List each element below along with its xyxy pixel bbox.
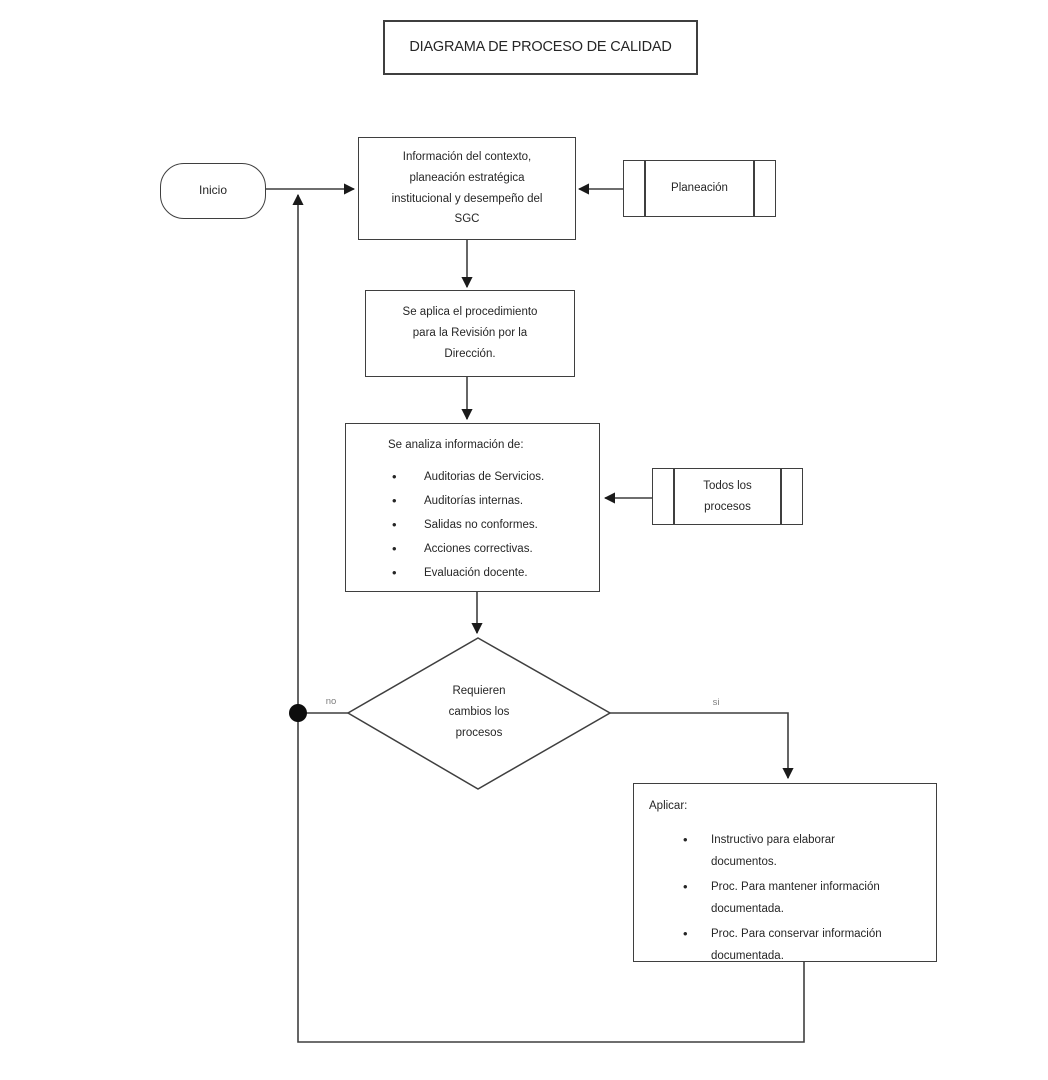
predefined-process-left-bar: [644, 161, 646, 216]
start-label: Inicio: [198, 183, 227, 198]
list-item: Instructivo para elaborar documentos.: [634, 829, 936, 873]
predefined-process-planeacion: Planeación: [623, 160, 776, 217]
start-terminator: Inicio: [160, 163, 266, 219]
predefined-process-left-bar: [673, 469, 675, 524]
edge-label-si: si: [712, 697, 720, 708]
analiza-heading: Se analiza información de:: [388, 439, 524, 451]
process-context-text: Información del contexto, planeación est…: [391, 151, 543, 226]
aplicar-list: Instructivo para elaborar documentos. Pr…: [634, 829, 936, 967]
edge-aplicar-feedback-loop: [292, 193, 805, 1043]
predefined-process-right-bar: [753, 161, 755, 216]
list-item: Evaluación docente.: [346, 561, 599, 585]
edge-label-no: no: [325, 696, 337, 707]
process-revision-box: Se aplica el procedimiento para la Revis…: [365, 290, 575, 377]
list-item: Auditorias de Servicios.: [346, 465, 599, 489]
diagram-title: DIAGRAMA DE PROCESO DE CALIDAD: [409, 39, 672, 56]
process-revision-text: Se aplica el procedimiento para la Revis…: [402, 306, 538, 360]
list-item: Acciones correctivas.: [346, 537, 599, 561]
edge-decision-si-to-aplicar: [610, 712, 794, 780]
process-aplicar-box: Aplicar: Instructivo para elaborar docum…: [633, 783, 937, 962]
predefined-process-todos: Todos los procesos: [652, 468, 803, 525]
analiza-list: Auditorias de Servicios. Auditorías inte…: [346, 465, 599, 585]
process-analiza-box: Se analiza información de: Auditorias de…: [345, 423, 600, 592]
process-context-box: Información del contexto, planeación est…: [358, 137, 576, 240]
junction-dot: [289, 704, 307, 722]
list-item: Proc. Para conservar información documen…: [634, 923, 936, 967]
predefined-process-right-bar: [780, 469, 782, 524]
decision-text: Requieren cambios los procesos: [448, 685, 510, 739]
decision-diamond: [346, 637, 612, 790]
list-item: Auditorías internas.: [346, 489, 599, 513]
diagram-title-box: DIAGRAMA DE PROCESO DE CALIDAD: [383, 20, 698, 75]
list-item: Proc. Para mantener información document…: [634, 876, 936, 920]
aplicar-heading: Aplicar:: [649, 800, 688, 812]
todos-label: Todos los procesos: [703, 479, 752, 513]
planeacion-label: Planeación: [671, 182, 728, 195]
list-item: Salidas no conformes.: [346, 513, 599, 537]
